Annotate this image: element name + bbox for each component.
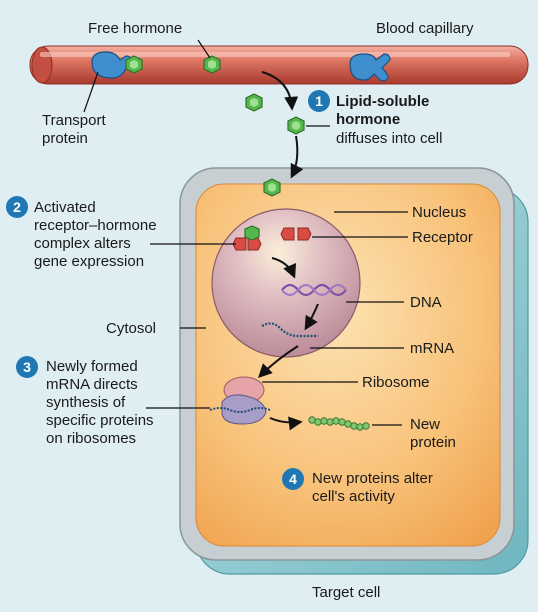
target-cell — [179, 167, 529, 575]
step-2-badge: 2 — [6, 196, 28, 218]
ribosome-label: Ribosome — [362, 374, 430, 391]
step-4-label: New proteins alter cell's activity — [312, 470, 433, 505]
step-3-label: Newly formed mRNA directs synthesis of s… — [46, 358, 154, 447]
hormone-icon — [263, 178, 281, 197]
transport-protein-icon — [349, 53, 391, 82]
step-3-badge: 3 — [16, 356, 38, 378]
blood-capillary — [29, 45, 529, 85]
dna-label: DNA — [410, 294, 442, 311]
dna-strand — [281, 283, 347, 297]
ribosome-icon — [209, 376, 271, 425]
receptor-icon — [280, 227, 312, 241]
step-4-badge: 4 — [282, 468, 304, 490]
hormone-icon — [203, 55, 221, 74]
mrna-label: mRNA — [410, 340, 455, 357]
nucleus-label: Nucleus — [412, 204, 467, 221]
step-1-bold-label: Lipid-soluble hormone — [336, 93, 430, 128]
target-cell-label: Target cell — [312, 584, 381, 601]
step-2-label: Activated receptor–hormone complex alter… — [34, 199, 157, 270]
step-1-label: diffuses into cell — [336, 130, 443, 147]
hormone-icon — [287, 116, 305, 135]
new-protein-label: New protein — [410, 416, 456, 451]
transport-protein-label: Transport protein — [42, 112, 106, 147]
blood-capillary-label: Blood capillary — [376, 20, 474, 37]
hormone-icon — [244, 225, 260, 241]
new-protein — [308, 416, 370, 431]
receptor-label: Receptor — [412, 229, 473, 246]
free-hormone-label: Free hormone — [88, 20, 183, 37]
hormone-icon — [245, 93, 263, 112]
step-1-badge: 1 — [308, 90, 330, 112]
cytosol-label: Cytosol — [106, 320, 157, 337]
hormone-icon — [125, 55, 143, 74]
mrna-strand — [261, 322, 318, 338]
